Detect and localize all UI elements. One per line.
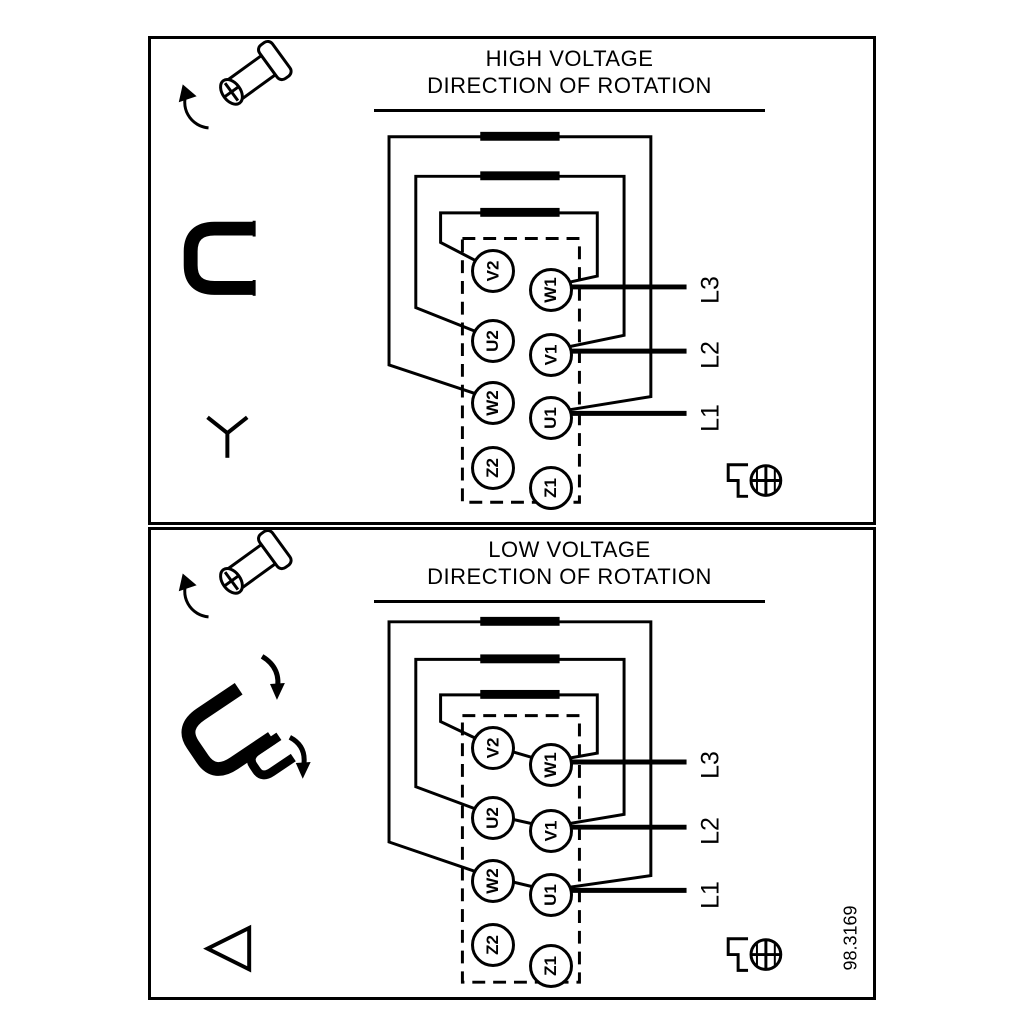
ground-screw-icon — [726, 463, 783, 498]
panel-title: HIGH VOLTAGE DIRECTION OF ROTATION — [374, 45, 765, 99]
panel-low-voltage: LOW VOLTAGE DIRECTION OF ROTATION V2 U2 … — [148, 527, 876, 1000]
terminal-Z2: Z2 — [471, 923, 515, 967]
title-line2: DIRECTION OF ROTATION — [427, 564, 712, 589]
terminal-U2: U2 — [471, 319, 515, 363]
jumper-removal-icon — [181, 654, 311, 780]
low-voltage-graphics — [178, 530, 783, 984]
line-label-L3: L3 — [696, 276, 725, 304]
line-label-L1: L1 — [696, 881, 725, 909]
terminal-U1: U1 — [529, 873, 573, 917]
screw-rotation-icon — [178, 39, 293, 130]
panel-high-voltage: HIGH VOLTAGE DIRECTION OF ROTATION V2 U2… — [148, 36, 876, 525]
terminal-box — [460, 714, 581, 984]
line-label-L2: L2 — [696, 341, 725, 369]
terminal-V1: V1 — [529, 333, 573, 377]
delta-connection-icon — [203, 924, 252, 973]
terminal-V2: V2 — [471, 726, 515, 770]
jumper-bars — [480, 131, 560, 217]
terminal-W2: W2 — [471, 381, 515, 425]
screw-rotation-icon — [178, 530, 293, 619]
terminal-box — [460, 237, 581, 504]
line-label-L1: L1 — [696, 404, 725, 432]
terminal-W2: W2 — [471, 859, 515, 903]
title-line1: HIGH VOLTAGE — [485, 46, 654, 71]
wire-jumper-icon — [183, 220, 256, 296]
panel-title: LOW VOLTAGE DIRECTION OF ROTATION — [374, 536, 765, 590]
title-underline — [374, 600, 765, 603]
line-label-L3: L3 — [696, 751, 725, 779]
terminal-W1: W1 — [529, 268, 573, 312]
title-underline — [374, 109, 765, 112]
terminal-Z1: Z1 — [529, 944, 573, 988]
ground-screw-icon — [726, 937, 783, 972]
figure-number: 98.3169 — [840, 905, 861, 971]
terminal-Z1: Z1 — [529, 466, 573, 510]
terminal-W1: W1 — [529, 743, 573, 787]
terminal-Z2: Z2 — [471, 446, 515, 490]
jumper-bars — [480, 616, 560, 699]
terminal-V2: V2 — [471, 249, 515, 293]
title-line2: DIRECTION OF ROTATION — [427, 73, 712, 98]
star-connection-icon — [206, 415, 249, 458]
terminal-U1: U1 — [529, 396, 573, 440]
terminal-U2: U2 — [471, 796, 515, 840]
title-line1: LOW VOLTAGE — [488, 537, 651, 562]
terminal-V1: V1 — [529, 809, 573, 853]
line-label-L2: L2 — [696, 817, 725, 845]
